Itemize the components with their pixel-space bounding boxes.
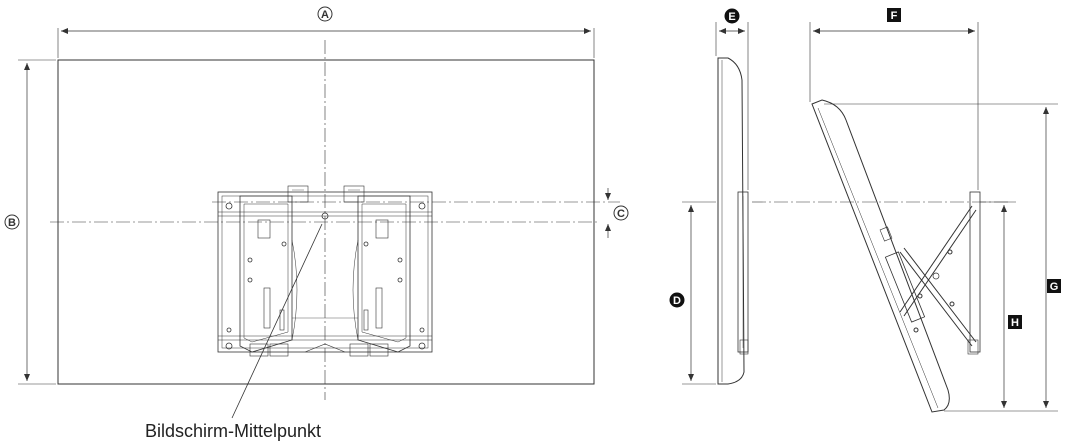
side-bracket <box>737 191 749 353</box>
screen-center-caption: Bildschirm-Mittelpunkt <box>145 421 321 441</box>
tilt-wall-plate <box>969 191 981 353</box>
side-view <box>682 22 749 385</box>
label-c: C <box>613 205 629 221</box>
label-a: A <box>317 6 333 22</box>
front-view <box>18 28 620 419</box>
svg-text:E: E <box>728 11 735 23</box>
label-f: F <box>887 8 901 22</box>
label-e: E <box>724 8 740 24</box>
svg-text:B: B <box>8 217 16 229</box>
label-h: H <box>1008 315 1022 329</box>
svg-text:G: G <box>1050 281 1059 293</box>
svg-text:F: F <box>891 10 898 22</box>
side-screen-profile <box>717 57 745 385</box>
label-d: D <box>669 292 685 308</box>
tilted-view <box>752 22 1058 413</box>
svg-text:D: D <box>673 295 681 307</box>
svg-text:A: A <box>321 9 329 21</box>
svg-text:C: C <box>617 208 625 220</box>
label-g: G <box>1047 279 1061 293</box>
label-b: B <box>4 214 20 230</box>
svg-text:H: H <box>1011 317 1019 329</box>
tilted-screen-profile <box>811 99 950 413</box>
wall-bracket <box>217 185 433 357</box>
center-leader-line <box>231 223 323 419</box>
